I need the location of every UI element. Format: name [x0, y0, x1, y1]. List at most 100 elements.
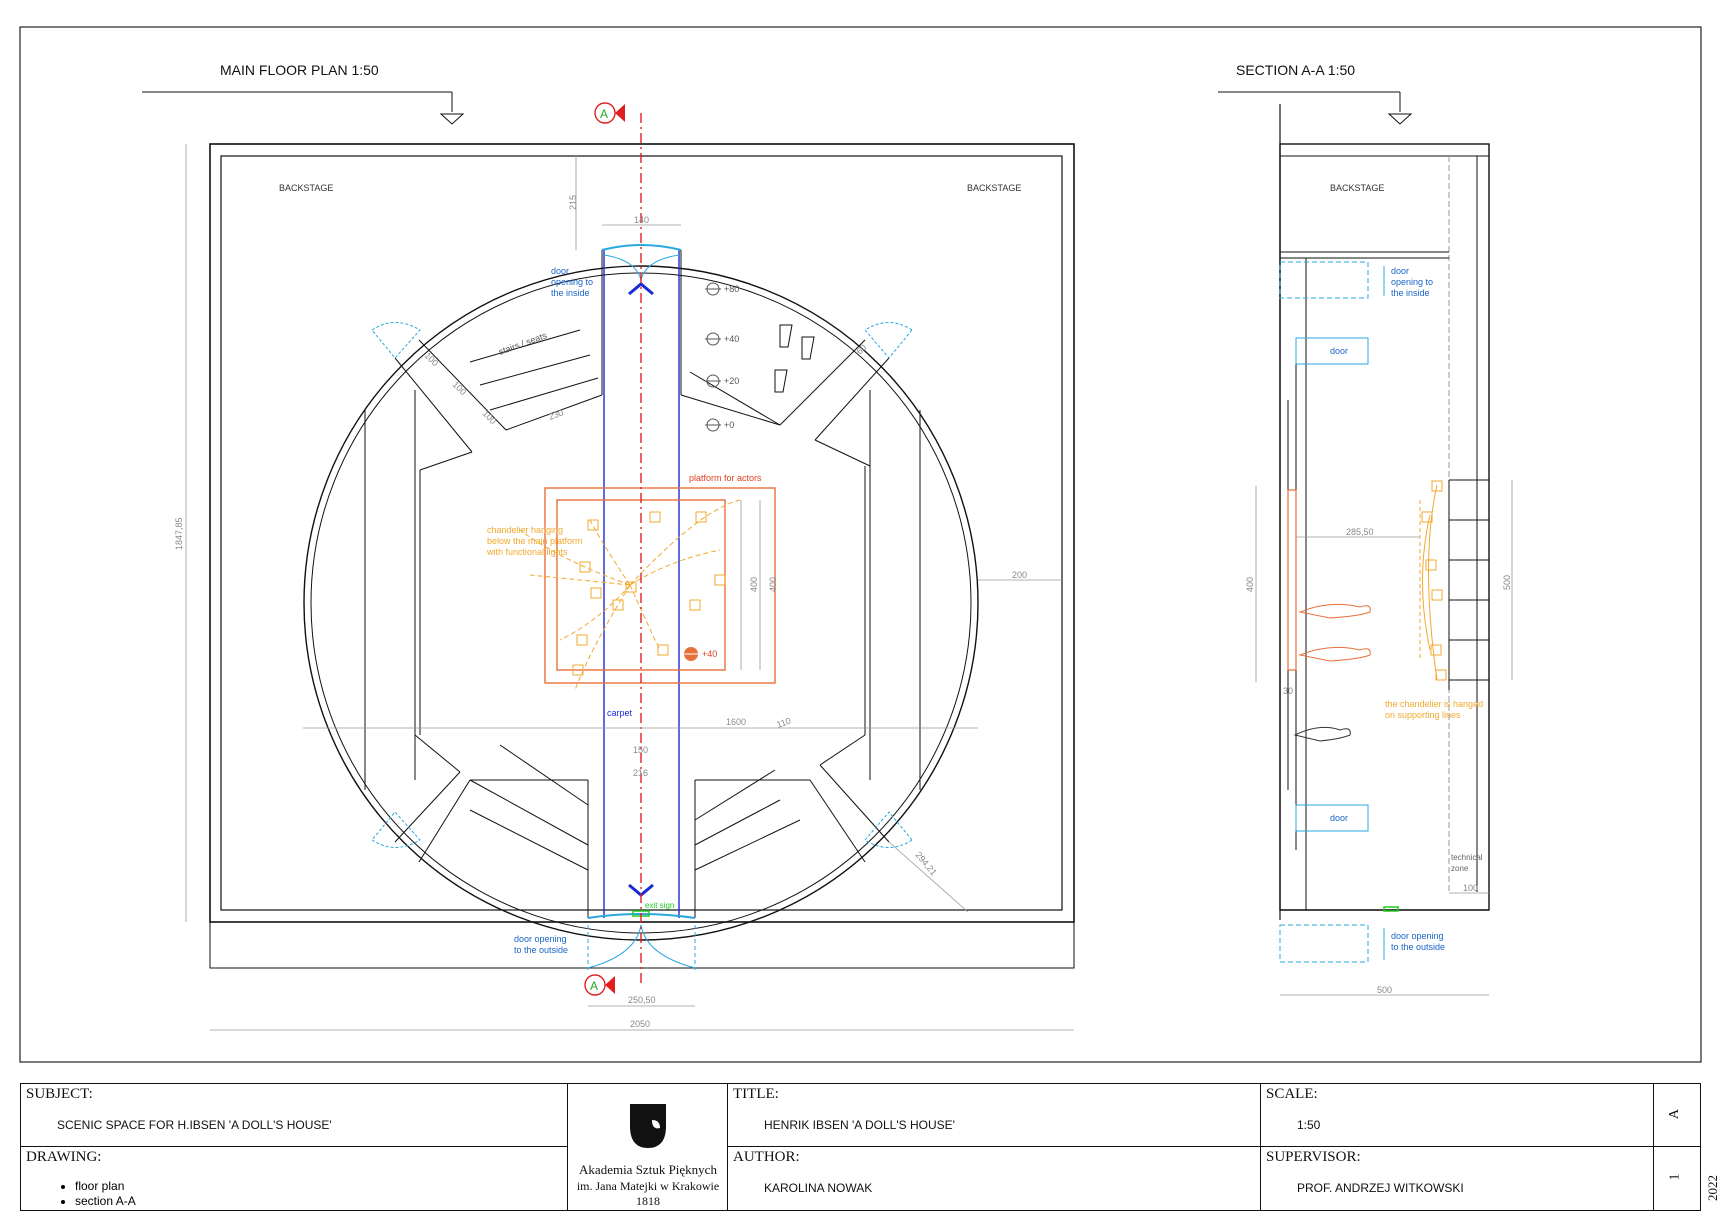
bottom-door-leaf-left	[587, 924, 642, 969]
section-door-outside-line2: to the outside	[1391, 942, 1445, 952]
section-dim-500v: 500	[1502, 575, 1512, 590]
dim-400a: 400	[749, 577, 759, 592]
section-chandelier-note-line2: on supporting lines	[1385, 710, 1461, 720]
dim-200: 200	[1012, 570, 1027, 580]
top-door-frame	[601, 244, 682, 251]
section-marker-bottom-label: A	[590, 979, 598, 993]
dim-110: 110	[775, 716, 792, 730]
dim-100c: 100	[481, 408, 499, 426]
section-chandelier-note-line1: the chandelier is hanged	[1385, 699, 1483, 709]
backstage-left-label: BACKSTAGE	[279, 183, 333, 193]
technical-zone-line2: zone	[1451, 864, 1469, 873]
dim-400b: 400	[768, 577, 778, 592]
level-40: +40	[724, 334, 739, 344]
dim-29421: 294,21	[913, 850, 938, 878]
level-0: +0	[724, 420, 734, 430]
exit-sign-label: exit sign	[645, 901, 674, 910]
platform-label: platform for actors	[689, 473, 762, 483]
section-dim-400: 400	[1245, 577, 1255, 592]
section-dimension-lines	[1255, 480, 1513, 996]
plan-title-marker-icon	[439, 113, 465, 125]
dim-100b: 100	[451, 379, 469, 397]
level-markers	[683, 282, 721, 661]
door-outside-line2: to the outside	[514, 945, 568, 955]
author-label: AUTHOR:	[733, 1149, 800, 1165]
door-outside-line1: door opening	[514, 934, 567, 944]
section-a-a: SECTION A-A 1:50 BACKSTAGE door door doo…	[1218, 62, 1513, 996]
dim-140: 140	[634, 215, 649, 225]
platform-outer	[544, 487, 776, 684]
sheet-letter-cell: A	[1654, 1084, 1700, 1147]
stage-outer-wall	[209, 143, 1075, 923]
institution-name-line1: Akademia Sztuk Pięknych	[579, 1162, 717, 1177]
drawing-item: section A-A	[75, 1194, 136, 1209]
year-label: 2022	[1705, 1175, 1720, 1201]
section-dim-30: 30	[1283, 686, 1293, 696]
section-chandelier	[1419, 480, 1447, 681]
carpet-label: carpet	[607, 708, 633, 718]
dim-150: 150	[633, 745, 648, 755]
section-outer	[1279, 143, 1490, 911]
section-audience-figure	[1293, 726, 1351, 742]
title-label: TITLE:	[733, 1086, 779, 1102]
section-dim-500: 500	[1377, 985, 1392, 995]
title-cell: TITLE: HENRIK IBSEN 'A DOLL'S HOUSE'	[728, 1084, 1261, 1147]
technical-zone-line1: technical	[1451, 853, 1483, 862]
level-80: +80	[724, 284, 739, 294]
drawing-label: DRAWING:	[26, 1149, 102, 1165]
level-20: +20	[724, 376, 739, 386]
institution-logo-block: Akademia Sztuk Pięknych im. Jana Matejki…	[568, 1084, 728, 1210]
door-inside-line2: opening to	[551, 277, 593, 287]
section-platform	[1287, 489, 1297, 671]
sheet-frame	[19, 26, 1702, 1063]
drawing-cell: DRAWING: floor plan section A-A	[21, 1147, 568, 1210]
chandelier-lines	[519, 499, 741, 691]
lamp-figures	[774, 324, 815, 393]
scale-label: SCALE:	[1266, 1086, 1318, 1102]
section-door-outside-line1: door opening	[1391, 931, 1444, 941]
dim-216: 216	[633, 768, 648, 778]
subject-label: SUBJECT:	[26, 1086, 93, 1102]
section-title-marker-icon	[1387, 113, 1413, 125]
drawing-item: floor plan	[75, 1179, 136, 1194]
plan-dimension-lines	[185, 144, 1074, 1031]
institution-name-line2: im. Jana Matejki w Krakowie	[576, 1179, 720, 1193]
section-door-inside-line3: the inside	[1391, 288, 1430, 298]
dim-25050: 250,50	[628, 995, 656, 1005]
sheet-number-cell: 1	[1654, 1147, 1700, 1210]
section-door-top: door	[1330, 346, 1348, 356]
chandelier-note-line2: below the main platform	[487, 536, 583, 546]
dim-2050: 2050	[630, 1019, 650, 1029]
scale-cell: SCALE: 1:50	[1261, 1084, 1654, 1147]
section-marker-bottom-arrow-icon	[605, 976, 615, 994]
scale-value: 1:50	[1297, 1118, 1321, 1132]
subject-cell: SUBJECT: SCENIC SPACE FOR H.IBSEN 'A DOL…	[21, 1084, 568, 1147]
supervisor-cell: SUPERVISOR: PROF. ANDRZEJ WITKOWSKI	[1261, 1147, 1654, 1210]
section-dim-100: 100	[1463, 883, 1478, 893]
section-backstage-label: BACKSTAGE	[1330, 183, 1384, 193]
academy-logo-icon	[630, 1104, 666, 1148]
supervisor-label: SUPERVISOR:	[1266, 1149, 1361, 1165]
dim-1600: 1600	[726, 717, 746, 727]
title-value: HENRIK IBSEN 'A DOLL'S HOUSE'	[764, 1118, 955, 1132]
section-door-inside-line1: door	[1391, 266, 1409, 276]
bottom-door-leaf-right	[640, 924, 696, 969]
section-stairs	[1448, 479, 1489, 690]
subject-value: SCENIC SPACE FOR H.IBSEN 'A DOLL'S HOUSE…	[57, 1118, 332, 1132]
institution-year: 1818	[636, 1194, 660, 1208]
dim-1847: 1847,85	[174, 517, 184, 550]
dim-230: 230	[547, 407, 565, 422]
section-title: SECTION A-A 1:50	[1236, 62, 1355, 78]
section-marker-top-arrow-icon	[615, 104, 625, 122]
section-exit-sign-icon	[1383, 906, 1399, 912]
title-block: SUBJECT: SCENIC SPACE FOR H.IBSEN 'A DOL…	[20, 1083, 1701, 1211]
section-marker-top-label: A	[600, 107, 608, 121]
section-dim-28550: 285,50	[1346, 527, 1374, 537]
chandelier-note-line3: with functional lights	[486, 547, 568, 557]
stairs-seats-label: stairs / seats	[497, 330, 548, 357]
drawing-list: floor plan section A-A	[57, 1179, 136, 1209]
section-door-inside-line2: opening to	[1391, 277, 1433, 287]
section-actor-figures	[1298, 603, 1371, 662]
section-left-wall	[1279, 258, 1369, 963]
